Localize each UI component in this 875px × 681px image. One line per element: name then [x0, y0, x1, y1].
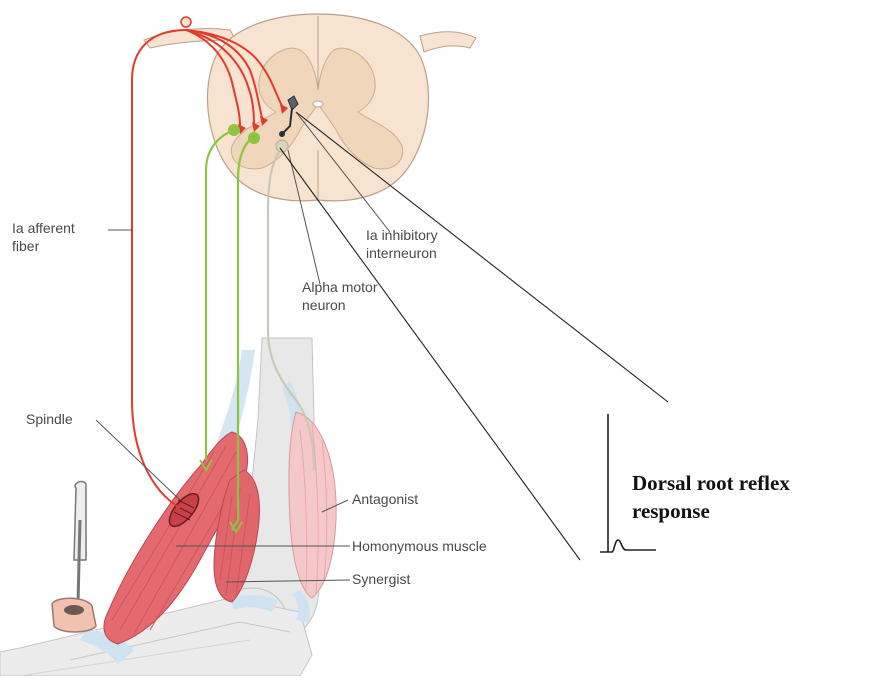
reflex-title-line1: Dorsal root reflex	[632, 471, 790, 495]
arm-bones	[0, 338, 319, 676]
reflex-hammer-icon	[52, 481, 96, 632]
ia-inhibitory-label-1: Ia inhibitory	[366, 227, 438, 243]
reflex-title-line2: response	[632, 499, 710, 523]
homonymous-label: Homonymous muscle	[352, 538, 487, 554]
ia-afferent-label-2: fiber	[12, 238, 40, 254]
ia-afferent-label-1: Ia afferent	[12, 220, 75, 236]
motor-neuron-body-1	[228, 124, 240, 136]
antagonist-label: Antagonist	[352, 491, 418, 507]
motor-neuron-body-2	[248, 132, 260, 144]
spinal-cord	[144, 14, 476, 201]
ia-inhibitory-label-2: interneuron	[366, 245, 437, 261]
alpha-motor-label-1: Alpha motor	[302, 279, 378, 295]
synergist-label: Synergist	[352, 571, 410, 587]
alpha-motor-label-2: neuron	[302, 297, 346, 313]
spindle-label: Spindle	[26, 411, 73, 427]
